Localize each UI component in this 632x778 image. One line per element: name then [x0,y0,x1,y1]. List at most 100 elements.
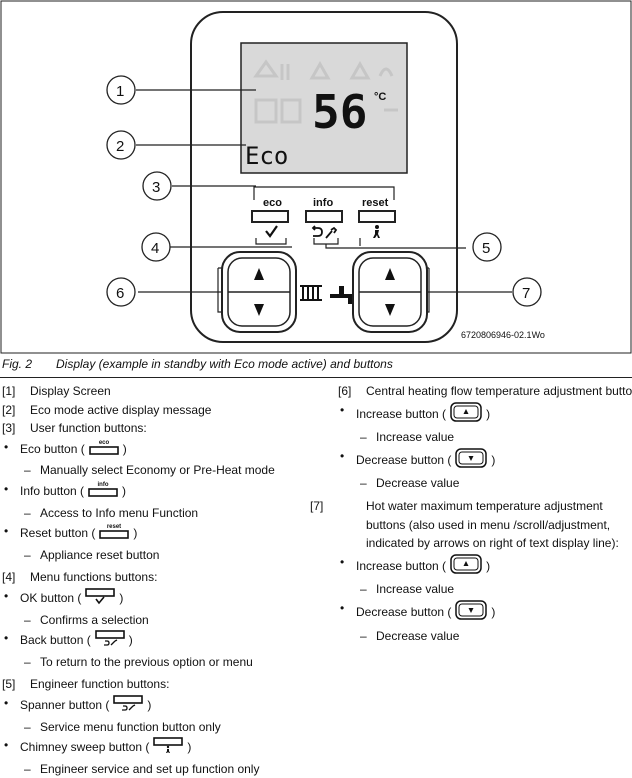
legend-number: [6] [338,384,352,398]
bullet-text: Reset button ( [20,526,96,541]
legend-bullet: Chimney sweep button () [2,736,324,760]
legend-item: [3] User function buttons: [2,419,324,438]
bullet-text: Increase button ( [356,406,447,421]
legend-number: [3] [2,421,16,436]
bullet-text: Chimney sweep button ( [20,740,150,755]
svg-text:5: 5 [482,240,490,257]
down-button-icon [454,447,488,475]
legend-bullet: OK button () [2,587,324,611]
ch-adjust-rocker [221,251,297,333]
ch-decrease-button[interactable] [254,304,264,316]
legend-item: [4] Menu functions buttons: [2,568,324,587]
bullet-text-end: ) [491,452,496,467]
reset-button-label: reset [362,197,389,209]
info-button-icon: info [87,480,119,504]
subitem-text: Access to Info menu Function [40,505,199,520]
legend-subitem: Increase value [338,580,632,599]
subitem-text: Decrease value [376,628,460,643]
callout-3: 3 [142,171,172,201]
bullet-text-end: ) [128,633,133,648]
ch-increase-button[interactable] [254,268,264,280]
reset-button-icon: reset [98,522,130,546]
legend-text: Display Screen [30,384,111,398]
callout-6: 6 [106,277,136,307]
bullet-text: Increase button ( [356,558,447,573]
radiator-icon [300,285,322,301]
legend-text: Hot water maximum temperature adjustment… [366,498,619,551]
callout-4: 4 [141,232,171,262]
callout-2: 2 [106,130,136,160]
lcd-unit: °C [374,91,386,103]
legend-subitem: Confirms a selection [2,611,324,630]
subitem-text: To return to the previous option or menu [40,654,253,669]
lcd-ghost-segments [253,59,398,124]
legend-subitem: Appliance reset button [2,546,324,565]
legend-item: [2] Eco mode active display message [2,401,324,420]
svg-text:1: 1 [116,83,124,100]
caption-divider [0,377,632,378]
bullet-text-end: ) [486,406,491,421]
chimney-button-icon [152,736,184,760]
legend-left-column: [1]Display Screen[2]Eco mode active disp… [2,382,324,778]
up-button-icon [449,553,483,581]
ok-check-icon [265,225,278,238]
legend-item: [5]Engineer function buttons: [2,675,324,694]
bullet-text: Decrease button ( [356,604,452,619]
legend-bullet: Eco button (eco) [2,438,324,462]
legend-text: User function buttons: [30,421,147,436]
figure-code: 6720806946-02.1Wo [461,330,545,340]
legend-text: Engineer function buttons: [30,677,170,692]
svg-text:6: 6 [116,285,124,302]
legend-text: Eco mode active display message [30,402,212,417]
legend-item: [6] Central heating flow temperature adju… [338,382,632,401]
svg-text:3: 3 [152,179,160,196]
info-button[interactable]: info [305,197,343,223]
subitem-text: Appliance reset button [40,547,160,562]
legend-number: [2] [2,402,16,417]
callout-7: 7 [512,277,542,307]
svg-text:2: 2 [116,138,124,155]
bullet-text: Back button ( [20,633,91,648]
bullet-text: Eco button ( [20,441,85,456]
info-button-label: info [313,197,333,209]
legend-subitem: To return to the previous option or menu [2,653,324,672]
eco-button-label: eco [263,197,282,209]
bullet-text-end: ) [133,526,138,541]
legend-bullet: Back button () [2,629,324,653]
svg-text:reset: reset [107,524,121,530]
svg-text:info: info [98,482,109,488]
legend-text: Menu functions buttons: [30,570,158,585]
subitem-text: Confirms a selection [40,612,149,627]
bullet-text: Info button ( [20,483,85,498]
spanner-button-icon [112,694,144,718]
reset-button[interactable]: reset [358,197,396,223]
legend-bullet: Reset button ( reset) [2,522,324,546]
legend-subitem: Service menu function button only [2,718,324,737]
legend-subitem: Manually select Economy or Pre-Heat mode [2,461,324,480]
callout-5: 5 [472,232,502,262]
legend-number: [7] [310,498,324,513]
ok-button-icon [84,587,116,611]
subitem-text: Increase value [376,582,455,597]
legend-number: [4] [2,570,16,585]
tap-icon [330,286,352,304]
legend-subitem: Increase value [338,428,632,447]
bullet-text-end: ) [491,604,496,619]
dhw-increase-button[interactable] [385,268,395,280]
legend-bullet: Increase button () [338,401,632,429]
lcd-temperature: 56 [312,85,367,139]
dhw-decrease-button[interactable] [385,304,395,316]
legend-text: Central heating flow temperature adjustm… [366,384,632,398]
callout-1: 1 [106,75,136,105]
bullet-text: OK button ( [20,590,82,605]
svg-text:eco: eco [99,440,110,446]
bullet-text-end: ) [486,558,491,573]
subitem-text: Decrease value [376,476,460,491]
svg-text:4: 4 [151,240,159,257]
legend-bullet: Info button (info) [2,480,324,504]
back-spanner-icon [311,225,338,239]
chimney-sweep-icon [373,225,380,238]
eco-button[interactable]: eco [251,197,289,223]
legend-bullet: Decrease button () [338,447,632,475]
